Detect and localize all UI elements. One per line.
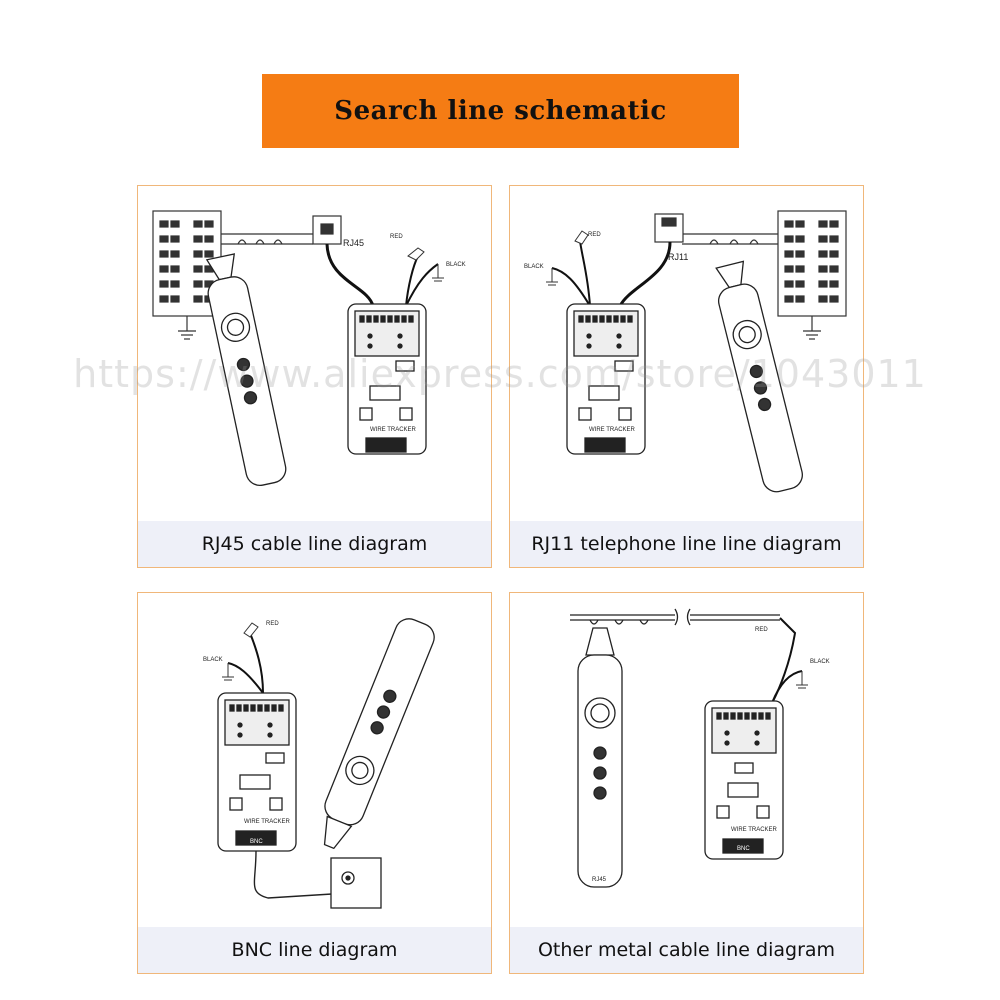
tracker-base-unit [347, 303, 427, 455]
rj11-port-label: RJ11 [668, 252, 688, 262]
title-banner: Search line schematic [262, 74, 739, 148]
black-label: BLACK [810, 659, 830, 665]
black-label: BLACK [446, 262, 466, 268]
rj45-diagram: RJ45 RED BLACK WIRE TRACKER [152, 210, 466, 487]
bnc-label: BNC [250, 839, 263, 845]
tracker-probe [715, 260, 803, 493]
cable-conduit [682, 233, 778, 245]
metal-cable-diagram: RED BLACK WIRE TRACKER BNC RJ45 [570, 608, 830, 888]
rj11-diagram: RJ11 RED BLACK WIRE TRACKER [524, 210, 847, 493]
base-brand: WIRE TRACKER [370, 427, 417, 433]
red-label: RED [588, 232, 601, 238]
bnc-diagram: RED BLACK WIRE TRACKER BNC [203, 618, 435, 909]
metal-cable [570, 608, 780, 626]
panel-rj45: RJ45 RED BLACK WIRE TRACKER [137, 185, 492, 568]
base-brand: WIRE TRACKER [731, 827, 778, 833]
tracker-probe [205, 253, 287, 487]
patch-panel [777, 210, 847, 340]
probe-tip-label: RJ45 [592, 877, 607, 883]
tracker-base-unit [217, 692, 297, 852]
tracker-probe [577, 627, 623, 888]
panel-bnc: RED BLACK WIRE TRACKER BNC [137, 592, 492, 974]
panel-rj11: RJ11 RED BLACK WIRE TRACKER [509, 185, 864, 568]
patch-panel [152, 210, 222, 340]
base-brand: WIRE TRACKER [589, 427, 636, 433]
panel-caption: RJ45 cable line diagram [138, 521, 491, 567]
red-label: RED [390, 234, 403, 240]
tracker-probe [323, 618, 435, 850]
base-brand: WIRE TRACKER [244, 819, 291, 825]
bnc-wall-plate [330, 857, 382, 909]
panel-metal-cable: RED BLACK WIRE TRACKER BNC RJ45 [509, 592, 864, 974]
red-label: RED [266, 621, 279, 627]
black-label: BLACK [203, 657, 223, 663]
black-label: BLACK [524, 264, 544, 270]
red-label: RED [755, 627, 768, 633]
rj45-port [312, 215, 342, 245]
rj45-port-label: RJ45 [343, 238, 364, 248]
panel-caption: RJ11 telephone line line diagram [510, 521, 863, 567]
tracker-base-unit [704, 700, 784, 860]
banner-title: Search line schematic [334, 96, 667, 126]
panel-caption: Other metal cable line diagram [510, 927, 863, 973]
cable-conduit [221, 233, 313, 245]
panel-caption: BNC line diagram [138, 927, 491, 973]
rj11-port [654, 213, 684, 243]
bnc-label: BNC [737, 846, 750, 852]
tracker-base-unit [566, 303, 646, 455]
